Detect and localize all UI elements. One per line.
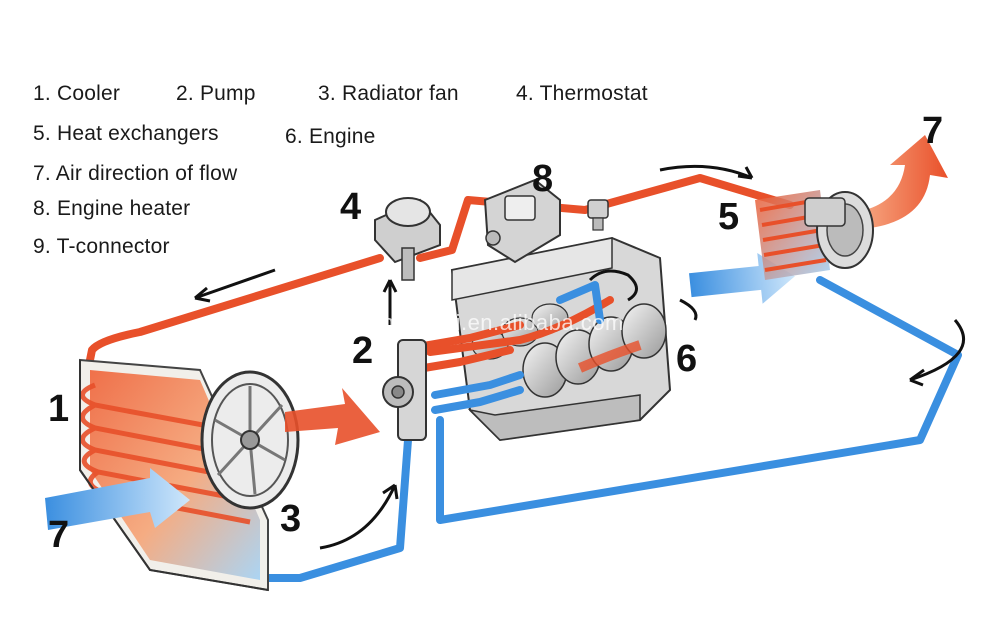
pump — [382, 339, 427, 441]
legend-cooler: 1. Cooler — [33, 82, 121, 105]
heater-blower — [804, 191, 874, 269]
callout-2: 2 — [352, 330, 374, 372]
flow-direction-arrows — [194, 164, 966, 550]
legend-pump: 2. Pump — [176, 82, 256, 105]
callout-4: 4 — [340, 186, 362, 228]
callout-7-outlet: 7 — [922, 110, 944, 152]
legend-thermostat: 4. Thermostat — [516, 82, 648, 105]
radiator-fan — [200, 370, 300, 510]
callout-6: 6 — [676, 338, 698, 380]
engine-block — [450, 236, 672, 442]
legend-radiator-fan: 3. Radiator fan — [318, 82, 459, 105]
thermostat — [374, 197, 441, 281]
callout-3: 3 — [280, 498, 302, 540]
watermark: chinasunsi.en.alibaba.com — [352, 310, 624, 335]
legend-heat-exchangers: 5. Heat exchangers — [33, 122, 219, 145]
legend-engine: 6. Engine — [285, 125, 376, 148]
cold-coolant-lines — [251, 276, 962, 582]
legend-engine-heater: 8. Engine heater — [33, 197, 191, 220]
callout-7-inlet: 7 — [48, 514, 70, 556]
engine-heater — [483, 178, 561, 264]
t-connector — [587, 199, 609, 231]
legend-t-connector: 9. T-connector — [33, 235, 170, 258]
legend-air-direction: 7. Air direction of flow — [33, 162, 238, 185]
callout-5: 5 — [718, 196, 740, 238]
callout-8: 8 — [532, 158, 554, 200]
heat-exchanger — [755, 190, 874, 280]
callout-1: 1 — [48, 388, 70, 430]
